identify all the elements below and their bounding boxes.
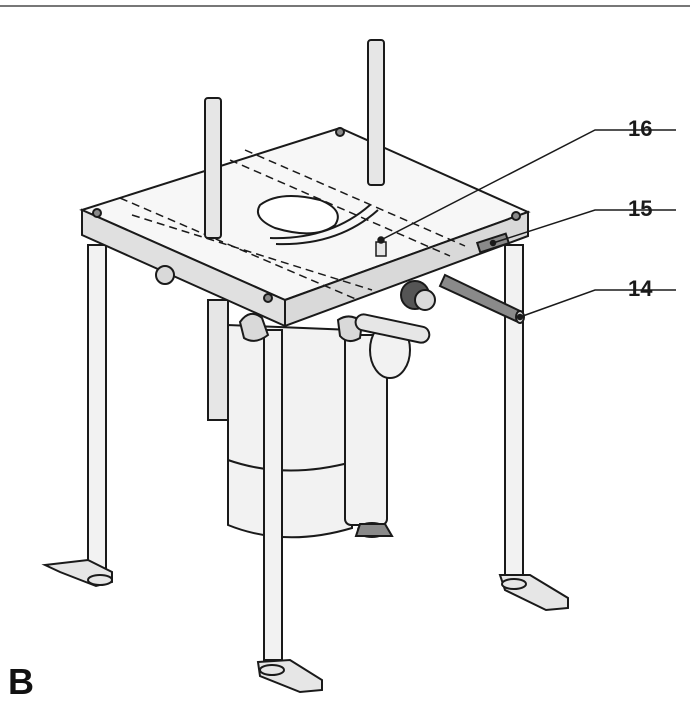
leader-15: [492, 209, 676, 244]
leader-16: [380, 129, 676, 241]
callout-15-label: 15: [628, 196, 652, 221]
callout-14-label: 14: [628, 276, 653, 301]
table-legs: [87, 244, 524, 661]
table-feet: [41, 558, 569, 694]
callout-16-label: 16: [628, 116, 652, 141]
clamp-knobs: [155, 265, 436, 379]
callout-leaders: [377, 129, 676, 321]
leader-14: [519, 289, 676, 318]
guide-posts: [204, 39, 385, 239]
table-top: [79, 126, 531, 328]
router-motor: [207, 299, 394, 539]
figure-letter: B: [8, 661, 34, 702]
